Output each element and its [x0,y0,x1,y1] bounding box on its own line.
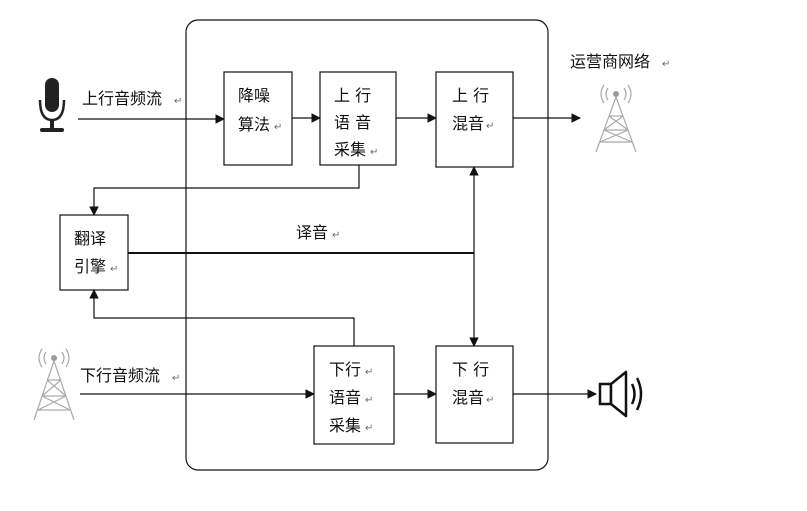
downlink-mix-label-1: 下 行 [452,360,489,379]
noise-reduction-label-1: 降噪 [238,86,270,105]
operator-network-label: 运营商网络 [570,52,650,71]
downlink-capture-to-engine-arrow [89,289,355,346]
radio-tower-icon [33,348,75,421]
uplink-capture-label-2: 语 音 [334,113,371,132]
return-mark: ↵ [486,395,494,406]
return-mark: ↵ [174,96,182,107]
speaker-icon [598,370,643,418]
microphone-icon [38,78,66,132]
uplink-capture-label-3: 采集 [334,140,366,159]
uplink-capture-label-1: 上 行 [334,86,371,105]
return-mark: ↵ [172,373,180,384]
downlink-capture-label-3: 采集 [329,416,361,435]
return-mark: ↵ [332,230,340,241]
translation-engine-label-1: 翻译 [74,229,106,248]
noise-reduction-label-2: 算法 [238,115,270,134]
downlink-stream-label: 下行音频流 [80,366,160,385]
downlink-capture-label-1: 下行 [329,360,361,379]
return-mark: ↵ [365,423,373,434]
downlink-mix-label-2: 混音 [452,388,484,407]
return-mark: ↵ [370,147,378,158]
translation-engine-label-2: 引擎 [74,257,106,276]
uplink-mix-label-2: 混音 [452,114,484,133]
processing-container [185,19,549,471]
uplink-stream-label: 上行音频流 [82,89,162,108]
return-mark: ↵ [110,264,118,275]
downlink-mix-box [435,345,514,444]
downlink-capture-box [313,345,395,445]
translated-audio-label: 译音 [296,223,328,242]
return-mark: ↵ [662,59,670,70]
uplink-mix-box [435,71,514,168]
translation-engine-box [59,214,129,291]
return-mark: ↵ [365,367,373,378]
return-mark: ↵ [486,121,494,132]
radio-tower-icon [595,84,637,153]
uplink-mix-label-1: 上 行 [452,86,489,105]
return-mark: ↵ [365,395,373,406]
noise-reduction-box [223,71,293,166]
return-mark: ↵ [274,122,282,133]
capture-to-engine-arrow [89,165,360,216]
downlink-capture-label-2: 语音 [329,388,361,407]
